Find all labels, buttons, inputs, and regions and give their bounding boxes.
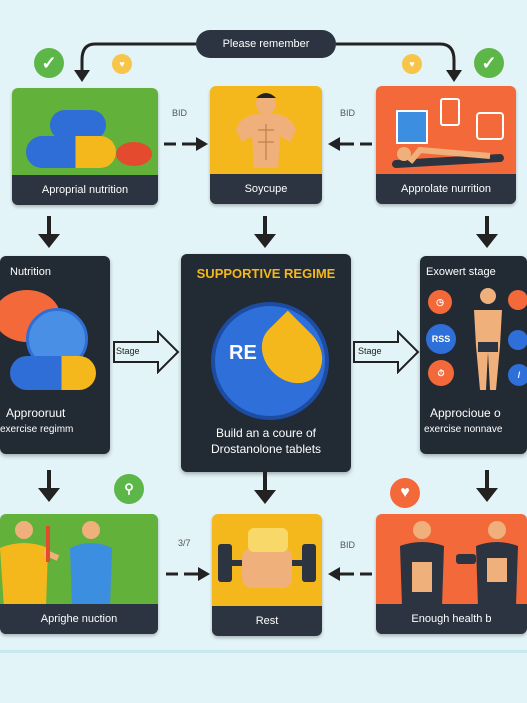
card-bottom-right: Enough health b [376,514,527,634]
tag-top-middle: BID [340,108,356,118]
capsule-icon-2 [10,356,96,390]
tablet-icon [116,142,152,166]
stopwatch-icon: ◷ [428,290,452,314]
tag-bottom-left: 3/7 [178,538,191,548]
caption-top-right: Approlate nurrition [376,174,516,204]
pill-blue-icon [50,110,106,140]
arrow-right-1 [164,137,208,151]
heart-icon: ♥ [112,54,132,74]
bodybuilder-icon [236,93,296,168]
orange-circle-icon [508,290,527,310]
athlete-icon [70,521,112,608]
timer-icon: ⏱ [428,360,454,386]
panel-right-line1: Approcioue o [430,406,501,420]
standing-man-icon [474,288,502,390]
panel-nutrition-title: Nutrition [10,266,51,278]
dumbbell-icon-2 [456,554,476,564]
arrow-down-5 [254,472,276,504]
regime-logo-text: RE [229,342,257,364]
stage-label-left: Stage [116,346,140,356]
blue-circle-icon [508,330,527,350]
panel-supportive-regime: SUPPORTIVE REGIME RE Build an a coure of… [181,254,351,472]
card-top-left: Aproprial nutrition [12,88,158,205]
coach-icon [0,521,60,608]
arrow-down-6 [476,470,498,502]
stage-arrow-left [113,330,180,374]
panel-right-line2: exercise nonnave [424,424,503,435]
heart-badge-icon: ♥ [390,478,420,508]
bottom-stripe [0,650,527,653]
weight-plate-right-icon [302,544,316,582]
card-bottom-left: Aprighe nuction [0,514,158,634]
card-top-right: Approlate nurrition [376,86,516,204]
top-banner: Please remember [196,30,336,58]
heart-icon-right: ♥ [402,54,422,74]
capsule-icon [26,136,116,168]
arrow-right-2 [166,567,210,581]
caption-top-left: Aproprial nutrition [12,175,158,205]
panel-nutrition: Nutrition Approoruut exercise regimm [0,256,110,454]
caption-bottom-left: Aprighe nuction [0,604,158,634]
panel-center-title: SUPPORTIVE REGIME [196,266,336,281]
key-icon: ⚲ [114,474,144,504]
card-bottom-middle: Rest [212,514,322,636]
arrow-left-2 [328,567,372,581]
tag-top-left: BID [172,108,188,118]
athlete-icon-2 [476,521,518,606]
weightlifter-icon [400,521,444,606]
check-icon: ✓ [34,48,64,78]
pushup-person-icon [392,146,504,168]
hands-icon [242,548,292,588]
panel-right-title: Exowert stage [426,266,496,278]
check-icon-right: ✓ [474,48,504,78]
card-top-middle: Soycupe [210,86,322,204]
weight-plate-left-icon [218,544,232,582]
stage-label-right: Stage [358,346,382,356]
panel-exercise-stage: Exowert stage ◷ RSS ⏱ / Approcioue o exe… [420,256,527,454]
caption-top-middle: Soycupe [210,174,322,204]
panel-center-line1: Build an a coure of [215,426,317,440]
panel-nutrition-line2: exercise regimm [0,424,74,435]
caption-bottom-right: Enough health b [376,604,527,634]
cushion-icon [248,528,288,552]
panel-nutrition-line1: Approoruut [6,406,66,420]
arrow-down-2 [254,216,276,248]
arrow-down-3 [476,216,498,248]
arrow-down-1 [38,216,60,248]
arrow-left-1 [328,137,372,151]
badge-rss: RSS [426,324,456,354]
stage-arrow-right [353,330,420,374]
tag-bottom-middle: BID [340,540,356,550]
arrow-down-4 [38,470,60,502]
dumbbell-icon [440,98,460,126]
caption-bottom-middle: Rest [212,606,322,636]
poster-icon [396,110,428,144]
info-circle-icon: / [508,364,527,386]
flag-icon [46,526,50,562]
panel-center-line2: Drostanolone tablets [210,442,322,456]
banner-connectors [74,42,462,82]
chair-icon [476,112,504,140]
